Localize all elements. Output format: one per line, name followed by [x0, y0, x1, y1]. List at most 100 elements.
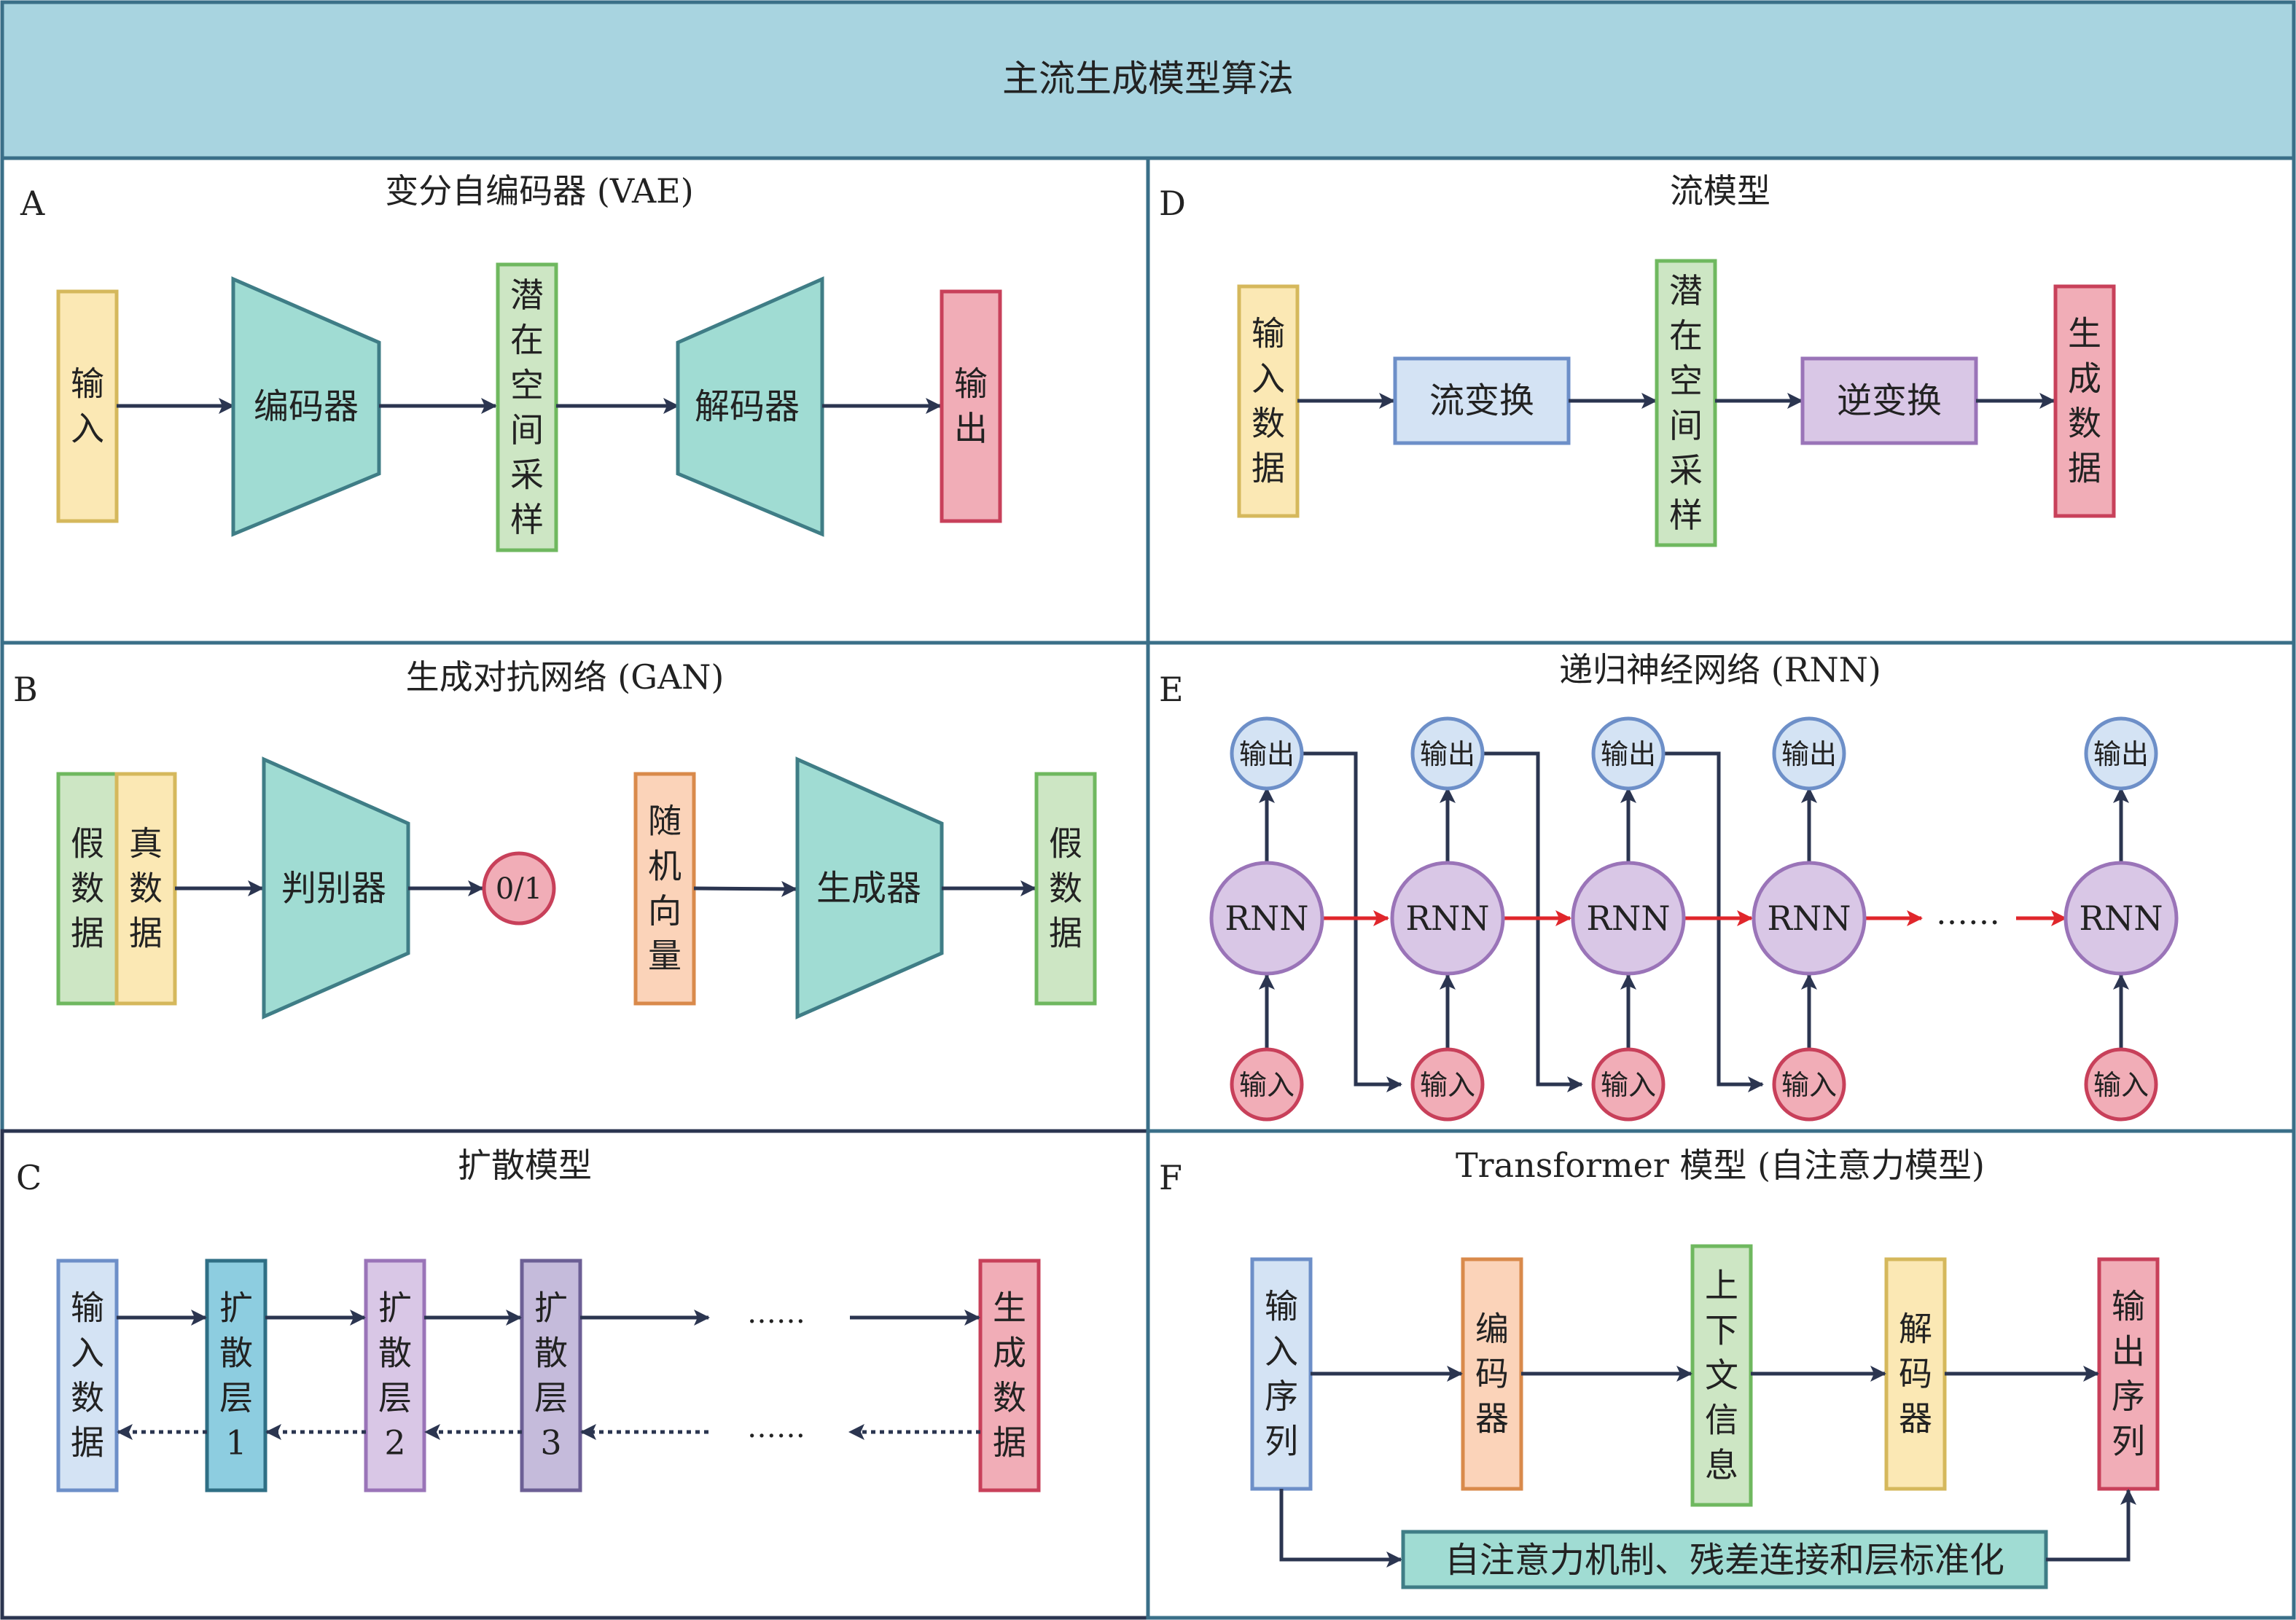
panel-a-letter: A: [20, 184, 45, 223]
tf-decoder-box: [1884, 1257, 1947, 1491]
rnn-node-label: RNN: [1225, 899, 1308, 938]
tf-attention-box: [1401, 1530, 2048, 1589]
tf-skip-arrow-out: [2046, 1489, 2136, 1562]
panel-a-title: 变分自编码器 (VAE): [385, 171, 693, 211]
flow-input-box: [1237, 284, 1300, 518]
gan-fake-data-label: 假数据: [71, 823, 104, 952]
flow-transform-label: 流变换: [1429, 380, 1534, 421]
header-bar: [0, 0, 2296, 160]
diffusion-reverse-dots: ……: [747, 1411, 805, 1444]
rnn-output-label: 输出: [1601, 738, 1656, 770]
rnn-node: [1390, 861, 1505, 976]
vae-output-box: [940, 289, 1002, 523]
flow-latent-label: 潜在空间采样: [1669, 271, 1703, 535]
tf-input-label: 输入序列: [1265, 1287, 1298, 1461]
flow-latent-box: [1655, 259, 1717, 547]
vae-encoder-label: 编码器: [254, 386, 359, 427]
rnn-input-circle: [2084, 1047, 2158, 1122]
flow-inverse-box: [1800, 356, 1978, 445]
vae-encoder-shape: [231, 276, 381, 537]
vae-output-label: 输出: [954, 364, 988, 448]
vae-latent-box: [496, 262, 558, 552]
rnn-node-label: RNN: [1586, 899, 1670, 938]
rnn-node: [2063, 861, 2179, 976]
vae-latent-label: 潜在空间采样: [510, 275, 544, 539]
rnn-input-label: 输入: [1601, 1069, 1656, 1101]
diffusion-input-label: 输入数据: [71, 1288, 104, 1463]
tf-decoder-label: 解码器: [1899, 1309, 1932, 1438]
panel-e-title: 递归神经网络 (RNN): [1559, 650, 1881, 689]
flow-inverse-label: 逆变换: [1837, 380, 1942, 421]
rnn-node-label: RNN: [2079, 899, 2163, 938]
flow-input-label: 输入数据: [1252, 314, 1285, 488]
diffusion-forward-dots: ……: [747, 1296, 805, 1330]
vae-decoder-label: 解码器: [695, 386, 800, 427]
tf-output-box: [2097, 1257, 2160, 1491]
panel-a: A 变分自编码器 (VAE) 输入 编码器 潜在空间采样 解码器 输出: [20, 171, 1002, 552]
gan-generator-shape: [795, 756, 944, 1020]
rnn-dots: ……: [1936, 895, 2000, 932]
rnn-output-label: 输出: [2093, 738, 2149, 770]
flow-output-label: 生成数据: [2068, 314, 2101, 488]
rnn-node-label: RNN: [1767, 899, 1851, 938]
panel-b: B 生成对抗网络 (GAN) 假数据 真数据 判别器 0/1 随机向量 生成器 …: [13, 657, 1097, 1020]
gan-real-data-label: 真数据: [129, 823, 163, 952]
rnn-input-circle: [1410, 1047, 1485, 1122]
diffusion-output-label: 生成数据: [993, 1288, 1026, 1463]
panel-f: F Transformer 模型 (自注意力模型) 输入序列 编码器 上下文信息…: [1159, 1146, 2160, 1589]
tf-attention-label: 自注意力机制、残差连接和层标准化: [1445, 1540, 2004, 1581]
panel-f-letter: F: [1159, 1158, 1182, 1197]
rnn-input-circle: [1230, 1047, 1304, 1122]
panel-d-letter: D: [1159, 184, 1186, 223]
diffusion-layer-3-box: [520, 1259, 582, 1492]
panel-f-frame: [1146, 1129, 2296, 1620]
vae-input-label: 输入: [71, 364, 104, 448]
rnn-input-label: 输入: [2093, 1069, 2149, 1101]
gan-discriminator-label: 判别器: [281, 868, 386, 909]
rnn-output-circle: [1410, 716, 1485, 791]
flow-output-box: [2053, 284, 2116, 518]
gan-generator-label: 生成器: [816, 868, 921, 909]
rnn-output-label: 输出: [1420, 738, 1475, 770]
tf-encoder-label: 编码器: [1475, 1309, 1509, 1438]
panel-d-title: 流模型: [1670, 171, 1770, 211]
gan-random-vector-label: 随机向量: [648, 802, 682, 976]
tf-output-label: 输出序列: [2112, 1287, 2145, 1461]
diffusion-layer-1-box: [205, 1259, 268, 1492]
rnn-input-circle: [1772, 1047, 1846, 1122]
rnn-output-circle: [1772, 716, 1846, 791]
gan-fake-output-box: [1034, 772, 1097, 1006]
rnn-node: [1209, 861, 1324, 976]
rnn-node: [1571, 861, 1686, 976]
rnn-output-circle: [1591, 716, 1666, 791]
rnn-input-label: 输入: [1781, 1069, 1837, 1101]
panel-e: E 递归神经网络 (RNN) …… 输出RNN输入输出RNN输入输出RNN输入输…: [1159, 650, 2179, 1122]
tf-encoder-box: [1461, 1257, 1523, 1491]
gan-fake-output-label: 假数据: [1049, 823, 1082, 952]
rnn-input-label: 输入: [1239, 1069, 1295, 1101]
rnn-output-circle: [2084, 716, 2158, 791]
rnn-output-label: 输出: [1239, 738, 1295, 770]
vae-decoder-shape: [676, 276, 824, 537]
gan-result-label: 0/1: [496, 872, 542, 906]
panel-b-title: 生成对抗网络 (GAN): [406, 657, 725, 697]
gan-fake-data-box: [56, 772, 119, 1006]
rnn-input-circle: [1591, 1047, 1666, 1122]
panel-f-title: Transformer 模型 (自注意力模型): [1456, 1146, 1985, 1185]
panel-c-title: 扩散模型: [458, 1146, 592, 1185]
vae-input-box: [56, 289, 119, 523]
diffusion-layer-2-box: [364, 1259, 426, 1492]
tf-context-label: 上下文信息: [1705, 1266, 1738, 1485]
panel-c-letter: C: [16, 1158, 42, 1197]
diffusion-output-box: [978, 1259, 1041, 1492]
tf-skip-arrow-in: [1279, 1489, 1402, 1568]
rnn-node-label: RNN: [1405, 899, 1489, 938]
rnn-output-circle: [1230, 716, 1304, 791]
rnn-output-label: 输出: [1781, 738, 1837, 770]
